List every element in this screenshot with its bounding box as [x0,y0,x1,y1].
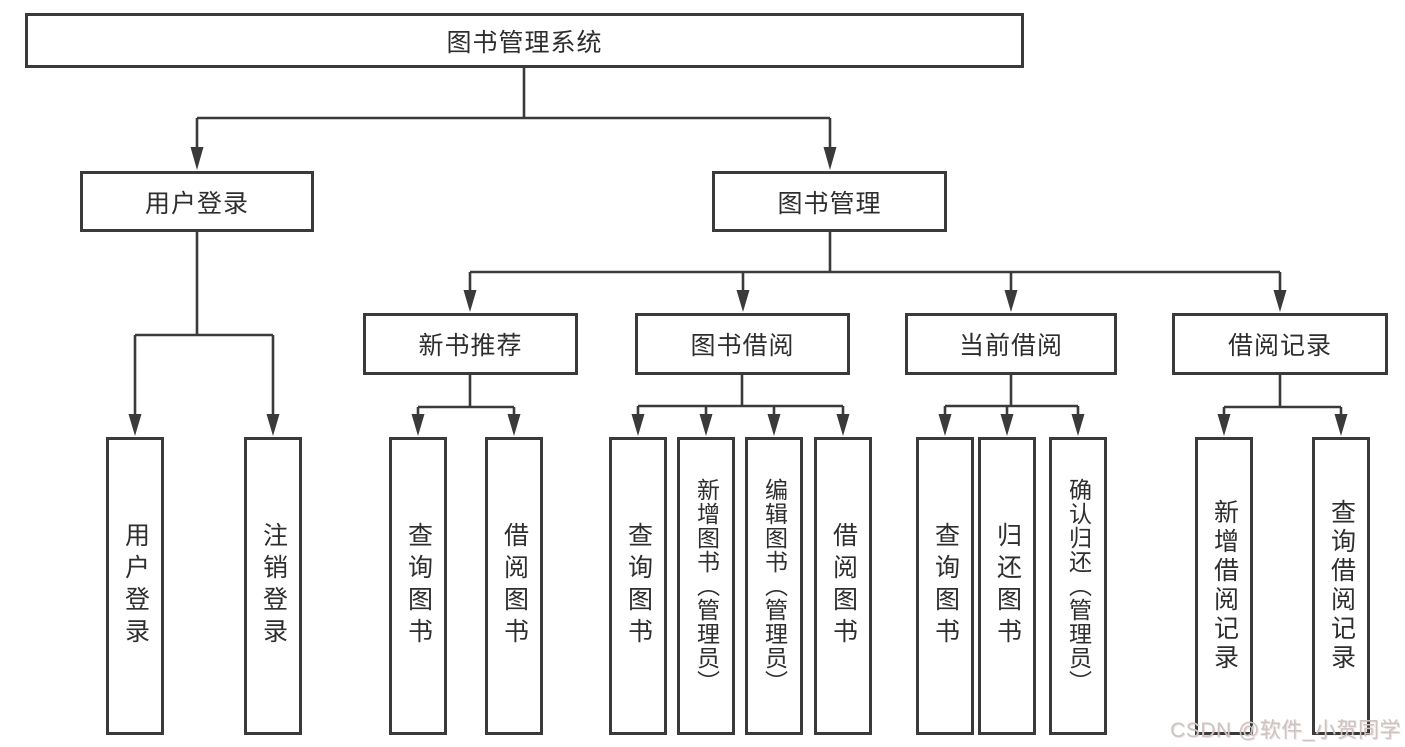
leaf-edit-book-admin: 编辑图书（管理员） [745,437,803,735]
node-label: 图书管理 [777,189,882,218]
node-label: 查询图书 [624,522,653,650]
leaf-add-book-admin: 新增图书（管理员） [677,437,735,735]
node-book-borrowing: 图书借阅 [635,313,850,375]
node-label: 图书借阅 [690,332,795,360]
node-label: 借阅记录 [1227,332,1332,360]
leaf-confirm-return-admin: 确认归还（管理员） [1049,437,1107,735]
leaf-borrow-books-borrow: 借阅图书 [814,437,872,735]
node-label: 借阅图书 [829,522,858,650]
connector-book-borrow [636,375,845,416]
node-library-management-system: 图书管理系统 [25,13,1024,68]
leaf-add-borrowing-record: 新增借阅记录 [1195,437,1253,735]
node-label: 借阅图书 [500,522,529,650]
node-label: 查询借阅记录 [1327,499,1356,673]
leaf-user-login: 用户登录 [106,437,164,735]
connector-book-management [468,232,1282,291]
node-label: 新书推荐 [418,332,523,360]
node-label: 查询图书 [404,522,433,650]
node-user-login-branch: 用户登录 [80,171,314,232]
leaf-query-borrowing-record: 查询借阅记录 [1312,437,1370,735]
connector-root [195,68,832,148]
node-label: 归还图书 [993,522,1022,650]
leaf-return-books: 归还图书 [978,437,1036,735]
leaf-logout: 注销登录 [244,437,302,735]
node-label: 当前借阅 [958,332,1063,360]
connector-new-book [416,375,516,416]
node-label: 用户登录 [144,189,249,218]
connector-user-login [133,232,275,415]
node-label: 编辑图书（管理员） [761,478,788,694]
leaf-query-books-current: 查询图书 [916,437,974,735]
node-label: 查询图书 [931,522,960,650]
node-current-borrowing: 当前借阅 [905,313,1117,375]
arrowheads [128,147,1348,436]
connector-current-borrow [943,375,1080,416]
leaf-borrow-books-recommend: 借阅图书 [485,437,543,735]
node-label: 注销登录 [259,522,288,650]
node-label: 确认归还（管理员） [1065,478,1092,694]
node-label: 新增借阅记录 [1210,499,1239,673]
node-borrowing-records: 借阅记录 [1172,313,1388,375]
node-label: 用户登录 [121,522,150,650]
node-book-management-branch: 图书管理 [712,171,947,232]
watermark: CSDN @软件_小贺同学 [1170,719,1401,742]
node-label: 新增图书（管理员） [693,478,720,694]
node-new-book-recommend: 新书推荐 [363,313,578,375]
connector-borrow-record [1222,375,1343,416]
leaf-query-books-recommend: 查询图书 [389,437,447,735]
leaf-query-books-borrow: 查询图书 [609,437,667,735]
node-label: 图书管理系统 [446,28,603,57]
